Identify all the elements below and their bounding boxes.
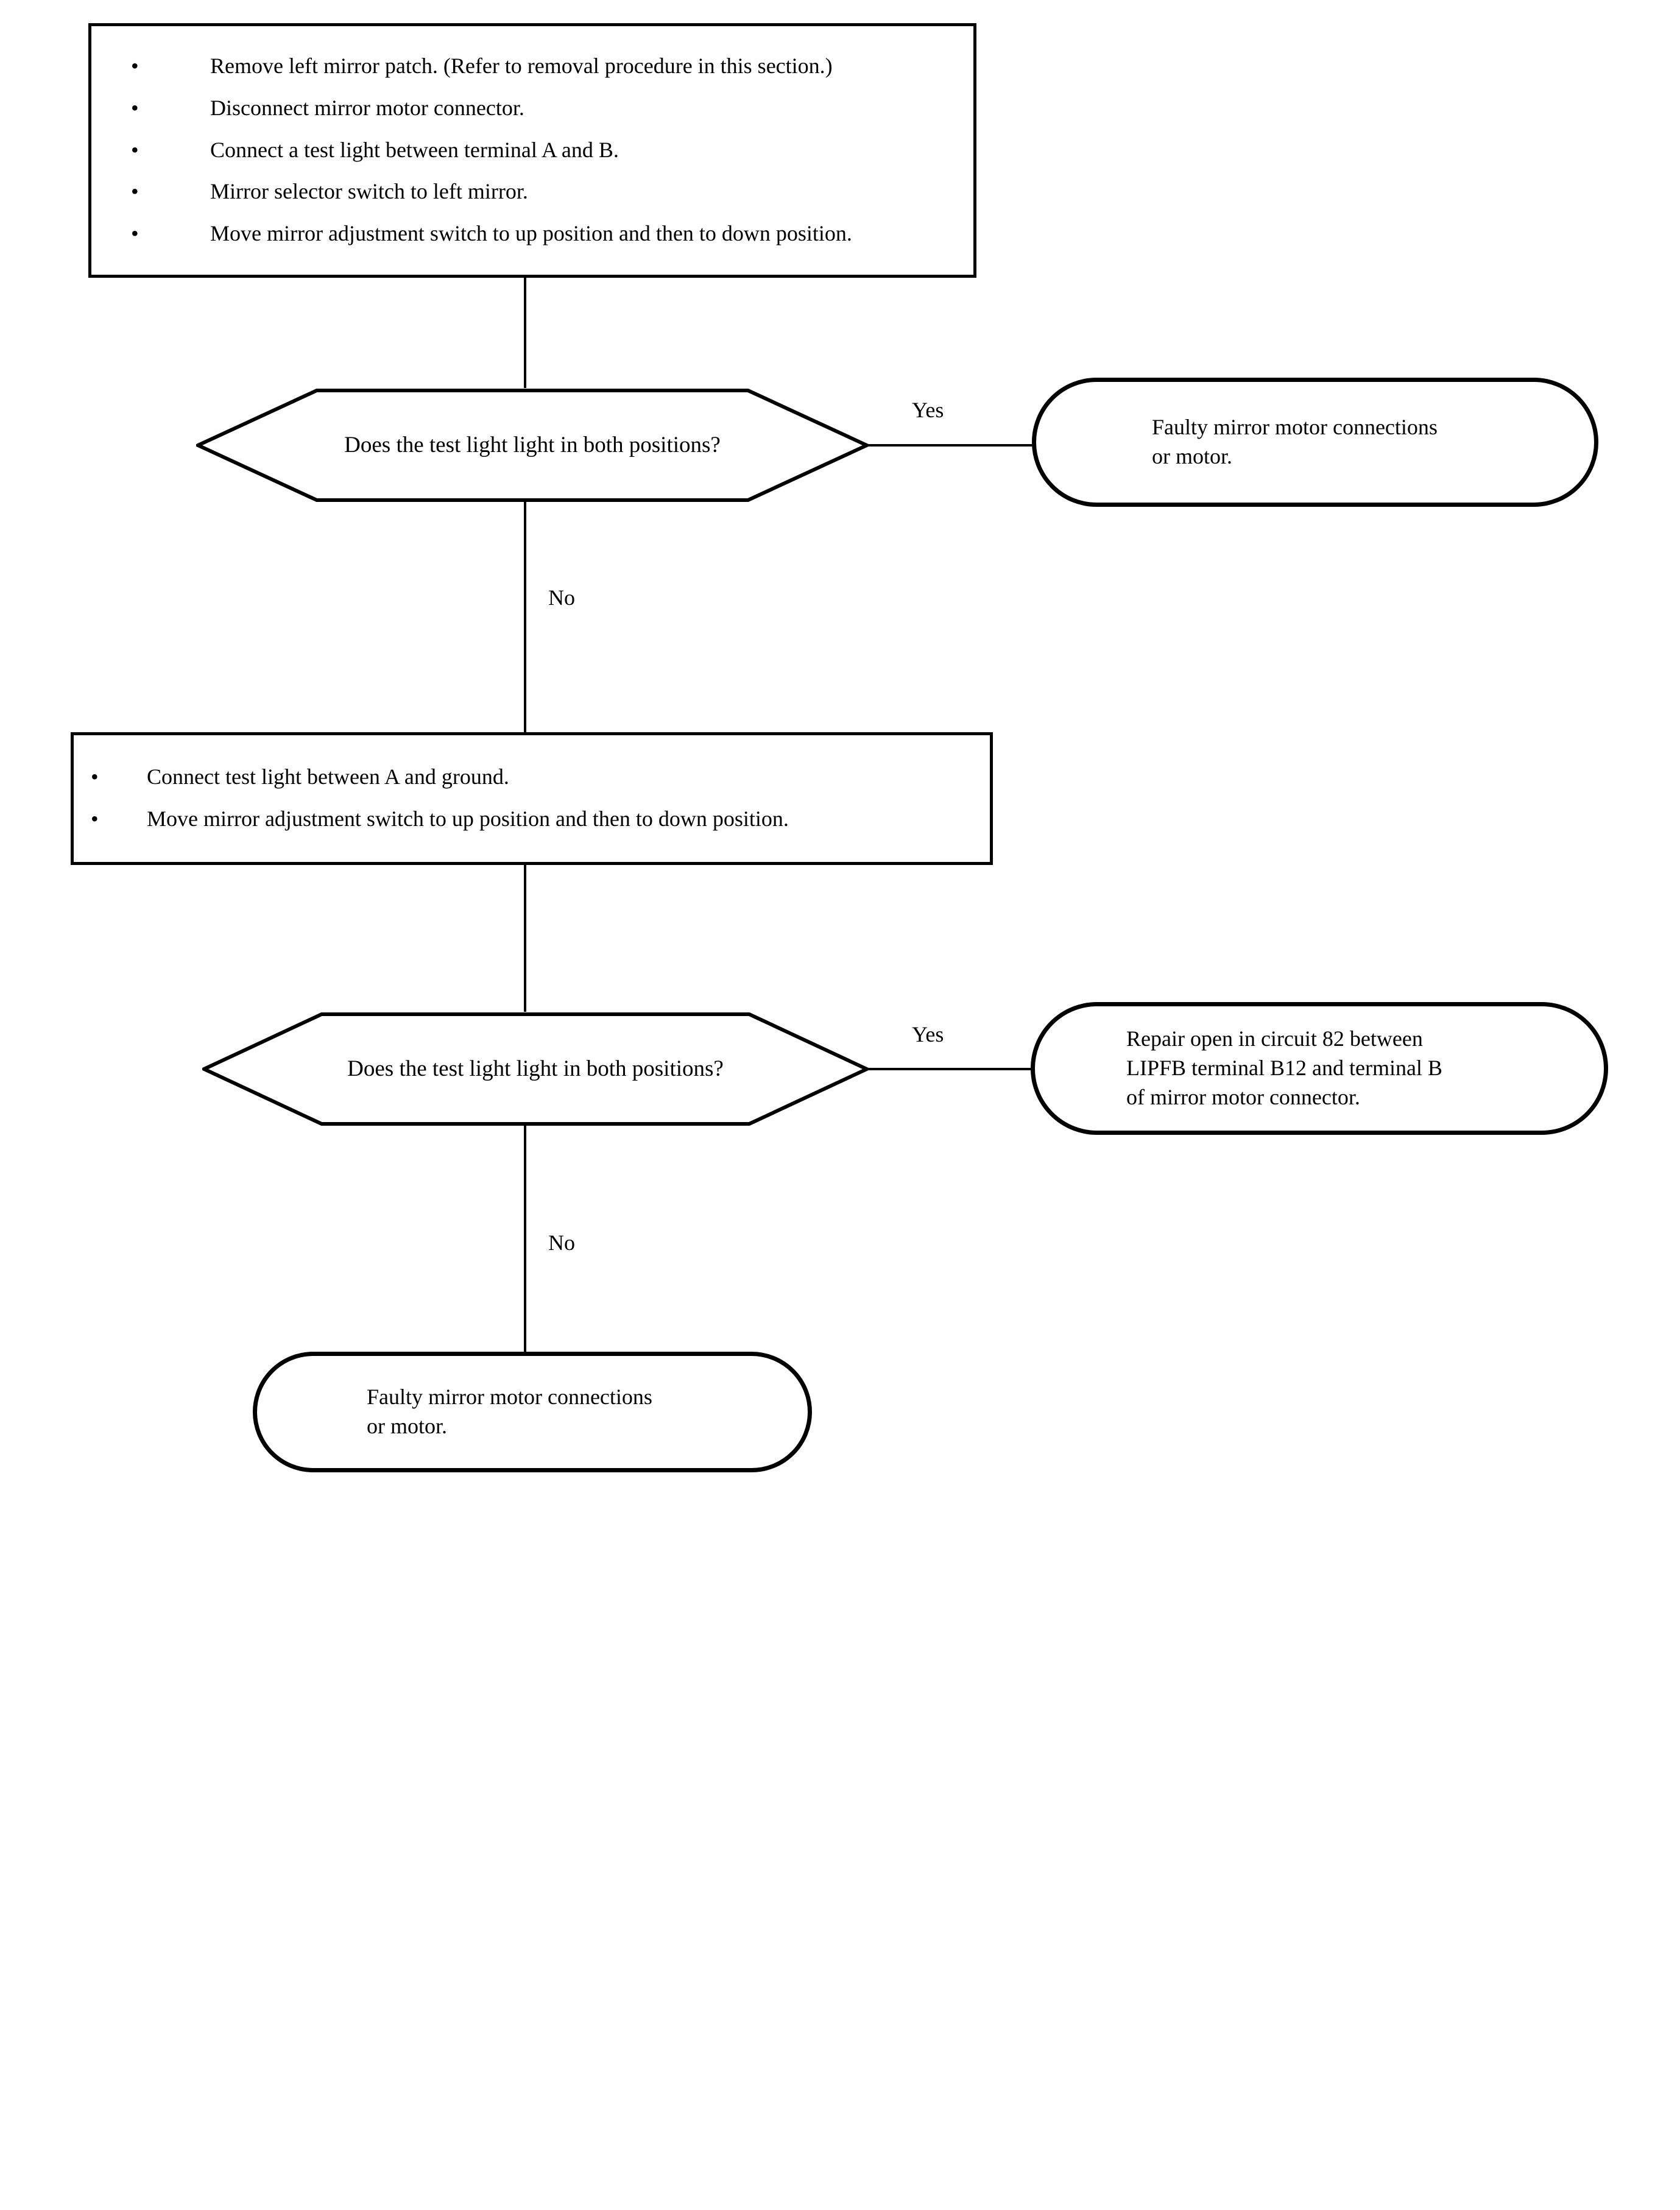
list-item: • Move mirror adjustment switch to up po… [131,219,917,248]
decision-1: Does the test light light in both positi… [196,388,869,503]
terminator-1: Faulty mirror motor connections or motor… [1032,378,1598,507]
process-box-1: • Remove left mirror patch. (Refer to re… [88,23,976,278]
list-item-label: Mirror selector switch to left mirror. [210,179,528,204]
process-box-2: • Connect test light between A and groun… [71,732,993,865]
bullet-icon: • [131,54,139,78]
connector-decision1-no [524,501,526,733]
terminator-2-label: Repair open in circuit 82 between LIPFB … [1126,1026,1442,1109]
list-item-label: Connect test light between A and ground. [147,764,509,789]
connector-decision2-no [524,1125,526,1354]
decision-2: Does the test light light in both positi… [202,1012,869,1126]
bullet-icon: • [131,179,139,204]
list-item-label: Disconnect mirror motor connector. [210,95,524,120]
list-item-label: Move mirror adjustment switch to up posi… [147,806,789,831]
connector-decision2-yes [867,1068,1033,1070]
connector-decision1-yes [867,444,1033,447]
list-item: • Remove left mirror patch. (Refer to re… [131,52,949,80]
bullet-icon: • [91,806,99,831]
process-box-2-list: • Connect test light between A and groun… [74,763,965,833]
bullet-icon: • [131,95,139,120]
bullet-icon: • [91,764,99,789]
list-item: • Disconnect mirror motor connector. [131,94,949,122]
terminator-3: Faulty mirror motor connections or motor… [253,1352,812,1472]
bullet-icon: • [131,137,139,162]
connector-process1-to-decision1 [524,278,526,391]
edge-label-no-1: No [548,585,575,610]
decision-2-label: Does the test light light in both positi… [347,1056,724,1081]
terminator-1-label: Faulty mirror motor connections or motor… [1152,415,1438,468]
list-item-label: Move mirror adjustment switch to up posi… [210,221,852,246]
edge-label-no-2: No [548,1230,575,1255]
connector-process2-to-decision2 [524,865,526,1014]
terminator-3-label: Faulty mirror motor connections or motor… [367,1385,652,1438]
list-item-label: Remove left mirror patch. (Refer to remo… [210,54,833,78]
decision-1-label: Does the test light light in both positi… [344,432,721,457]
terminator-2: Repair open in circuit 82 between LIPFB … [1031,1002,1608,1135]
list-item-label: Connect a test light between terminal A … [210,137,619,162]
process-box-1-list: • Remove left mirror patch. (Refer to re… [91,52,949,248]
list-item: • Connect test light between A and groun… [91,763,965,791]
edge-label-yes-1: Yes [912,398,944,422]
list-item: • Move mirror adjustment switch to up po… [91,805,965,833]
bullet-icon: • [131,221,139,246]
list-item: • Connect a test light between terminal … [131,136,949,164]
hexagon-outline-icon [202,1012,869,1126]
list-item: • Mirror selector switch to left mirror. [131,177,949,206]
edge-label-yes-2: Yes [912,1022,944,1047]
hexagon-outline-icon [196,389,869,502]
